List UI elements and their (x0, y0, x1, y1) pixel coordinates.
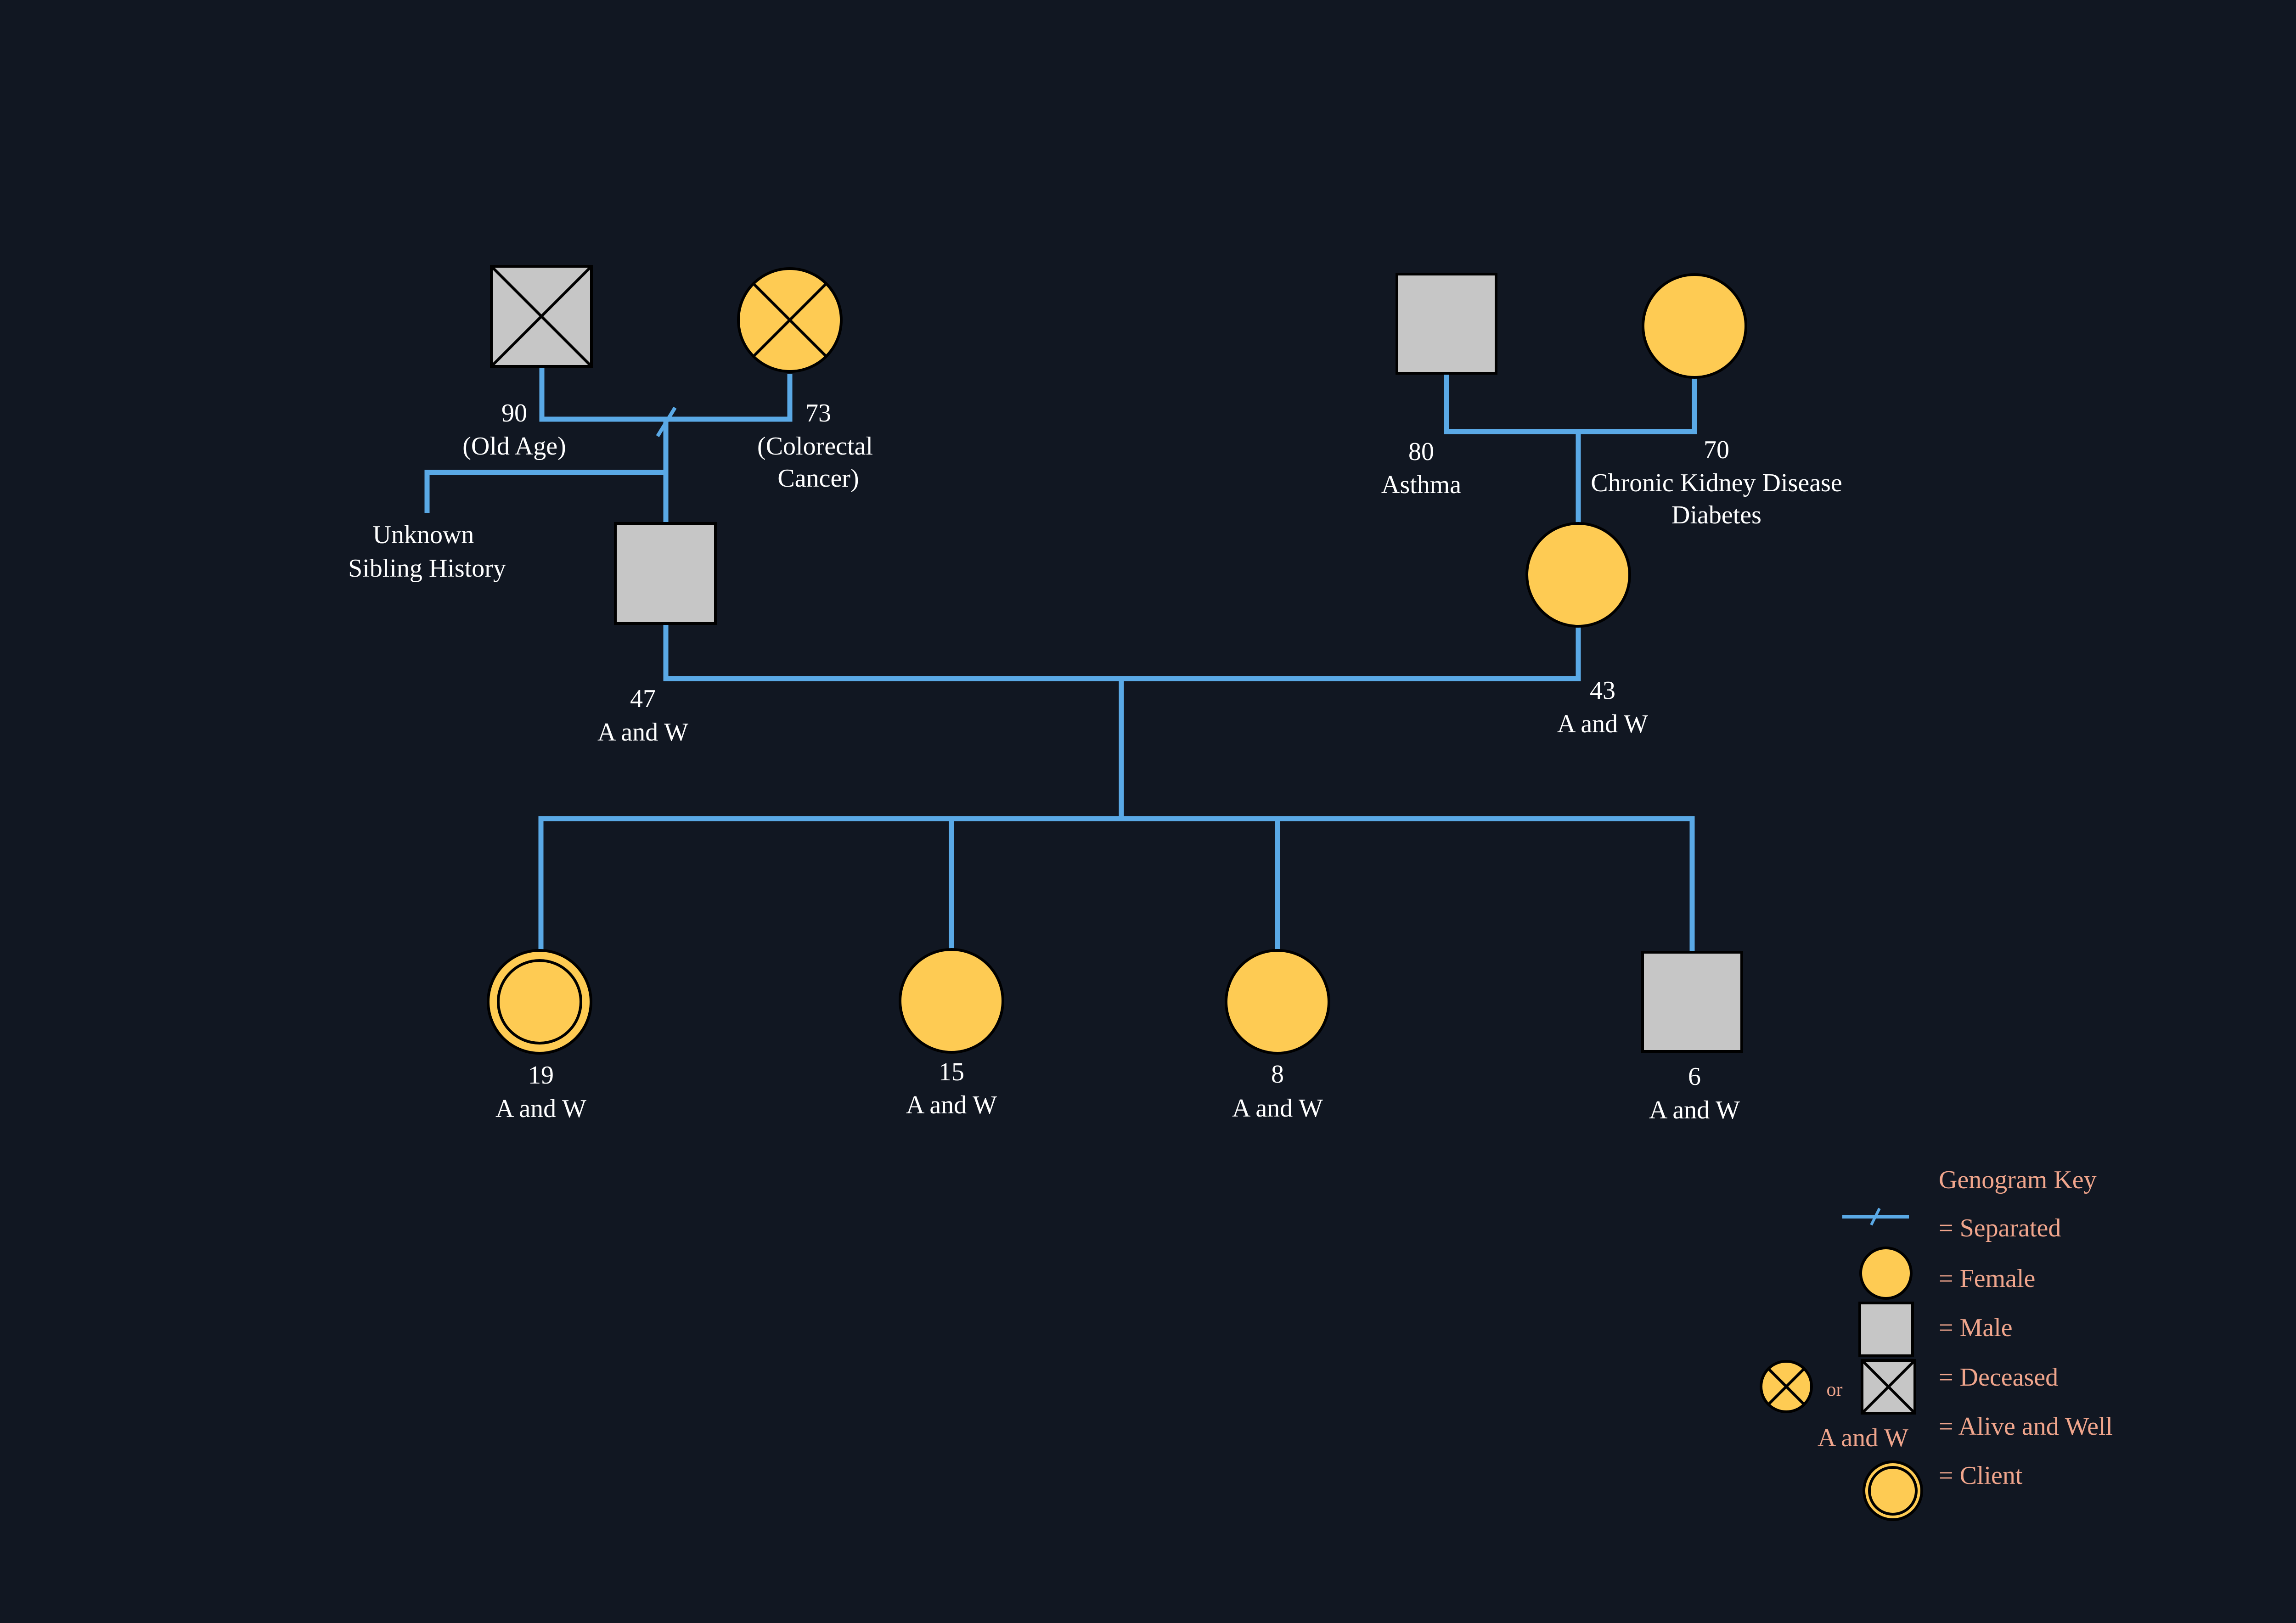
health-label: A and W (1232, 1094, 1323, 1123)
key-or-label: or (1827, 1379, 1843, 1400)
health-label: A and W (906, 1091, 997, 1119)
key-female-icon (1859, 1247, 1913, 1300)
key-title: Genogram Key (1939, 1166, 2097, 1194)
male-square-icon (614, 522, 717, 625)
children-sibship-line (538, 816, 1695, 953)
female-circle-icon (1525, 522, 1631, 628)
client-inner-ring-icon (497, 959, 582, 1045)
deceased-x-icon (490, 265, 593, 368)
paternal-grandparents-couple-line (539, 367, 793, 422)
female-circle-icon (1642, 273, 1747, 379)
key-client-icon (1863, 1460, 1923, 1521)
age-label: 47 (630, 685, 656, 713)
age-label: 15 (939, 1058, 964, 1086)
key-male-icon (1858, 1302, 1914, 1357)
paternal-grandmother: 73 (Colorectal Cancer) (737, 267, 873, 493)
age-label: 70 (1704, 436, 1729, 464)
connector-lines (424, 367, 1697, 953)
key-client-label: = Client (1939, 1461, 2023, 1490)
child-2: 15 A and W (899, 948, 1004, 1119)
client-circle-icon (487, 949, 592, 1055)
maternal-grandmother: 70 Chronic Kidney Disease Diabetes (1591, 273, 1842, 529)
female-circle-icon (1225, 949, 1330, 1055)
key-alive-and-well-label: = Alive and Well (1939, 1412, 2113, 1441)
health-label: Diabetes (1671, 501, 1761, 529)
deceased-x-icon (752, 282, 827, 358)
age-label: 90 (501, 399, 527, 427)
male-square-icon (1396, 273, 1497, 375)
father: 47 A and W (597, 522, 717, 747)
male-square-icon (1641, 951, 1743, 1053)
age-label: 19 (528, 1061, 554, 1089)
age-label: 73 (805, 399, 831, 427)
key-female-label: = Female (1939, 1264, 2035, 1293)
key-male-label: = Male (1939, 1314, 2013, 1342)
deceased-x-icon (1861, 1359, 1916, 1415)
genogram-key: Genogram Key = Separated = Female = Male… (1760, 1166, 2113, 1521)
age-label: 8 (1271, 1060, 1284, 1089)
age-label: 80 (1408, 438, 1434, 466)
deceased-x-icon (1767, 1367, 1806, 1406)
unknown-sibling-history: Unknown Sibling History (348, 521, 506, 583)
unknown-sibling-label: Unknown (373, 521, 474, 549)
health-label: Chronic Kidney Disease (1591, 469, 1842, 497)
health-label: (Old Age) (462, 432, 566, 461)
key-alive-and-well-abbrev: A and W (1818, 1424, 1908, 1452)
mother: 43 A and W (1525, 522, 1648, 738)
health-label: A and W (597, 718, 688, 747)
key-separation-mark-icon (1870, 1207, 1881, 1226)
age-label: 43 (1590, 676, 1615, 705)
parents-couple-line (663, 622, 1581, 681)
health-label: (Colorectal (757, 432, 873, 461)
health-label: A and W (1557, 710, 1648, 738)
health-label: Asthma (1381, 471, 1461, 499)
age-label: 6 (1688, 1062, 1701, 1091)
child-4: 6 A and W (1641, 951, 1743, 1124)
child-3: 8 A and W (1225, 949, 1330, 1123)
key-separated-label: = Separated (1939, 1214, 2061, 1242)
maternal-grandparents-couple-line (1444, 374, 1697, 434)
child-1-client: 19 A and W (487, 949, 592, 1123)
key-deceased-label: = Deceased (1939, 1363, 2058, 1392)
health-label: A and W (495, 1095, 586, 1123)
key-client-inner-ring-icon (1868, 1466, 1918, 1516)
health-label: A and W (1649, 1096, 1740, 1124)
unknown-sibling-line (424, 470, 666, 513)
paternal-grandfather: 90 (Old Age) (462, 265, 593, 461)
maternal-grandfather: 80 Asthma (1381, 273, 1497, 499)
health-label: Cancer) (777, 464, 859, 493)
female-circle-icon (899, 948, 1004, 1054)
unknown-sibling-label: Sibling History (348, 554, 506, 583)
